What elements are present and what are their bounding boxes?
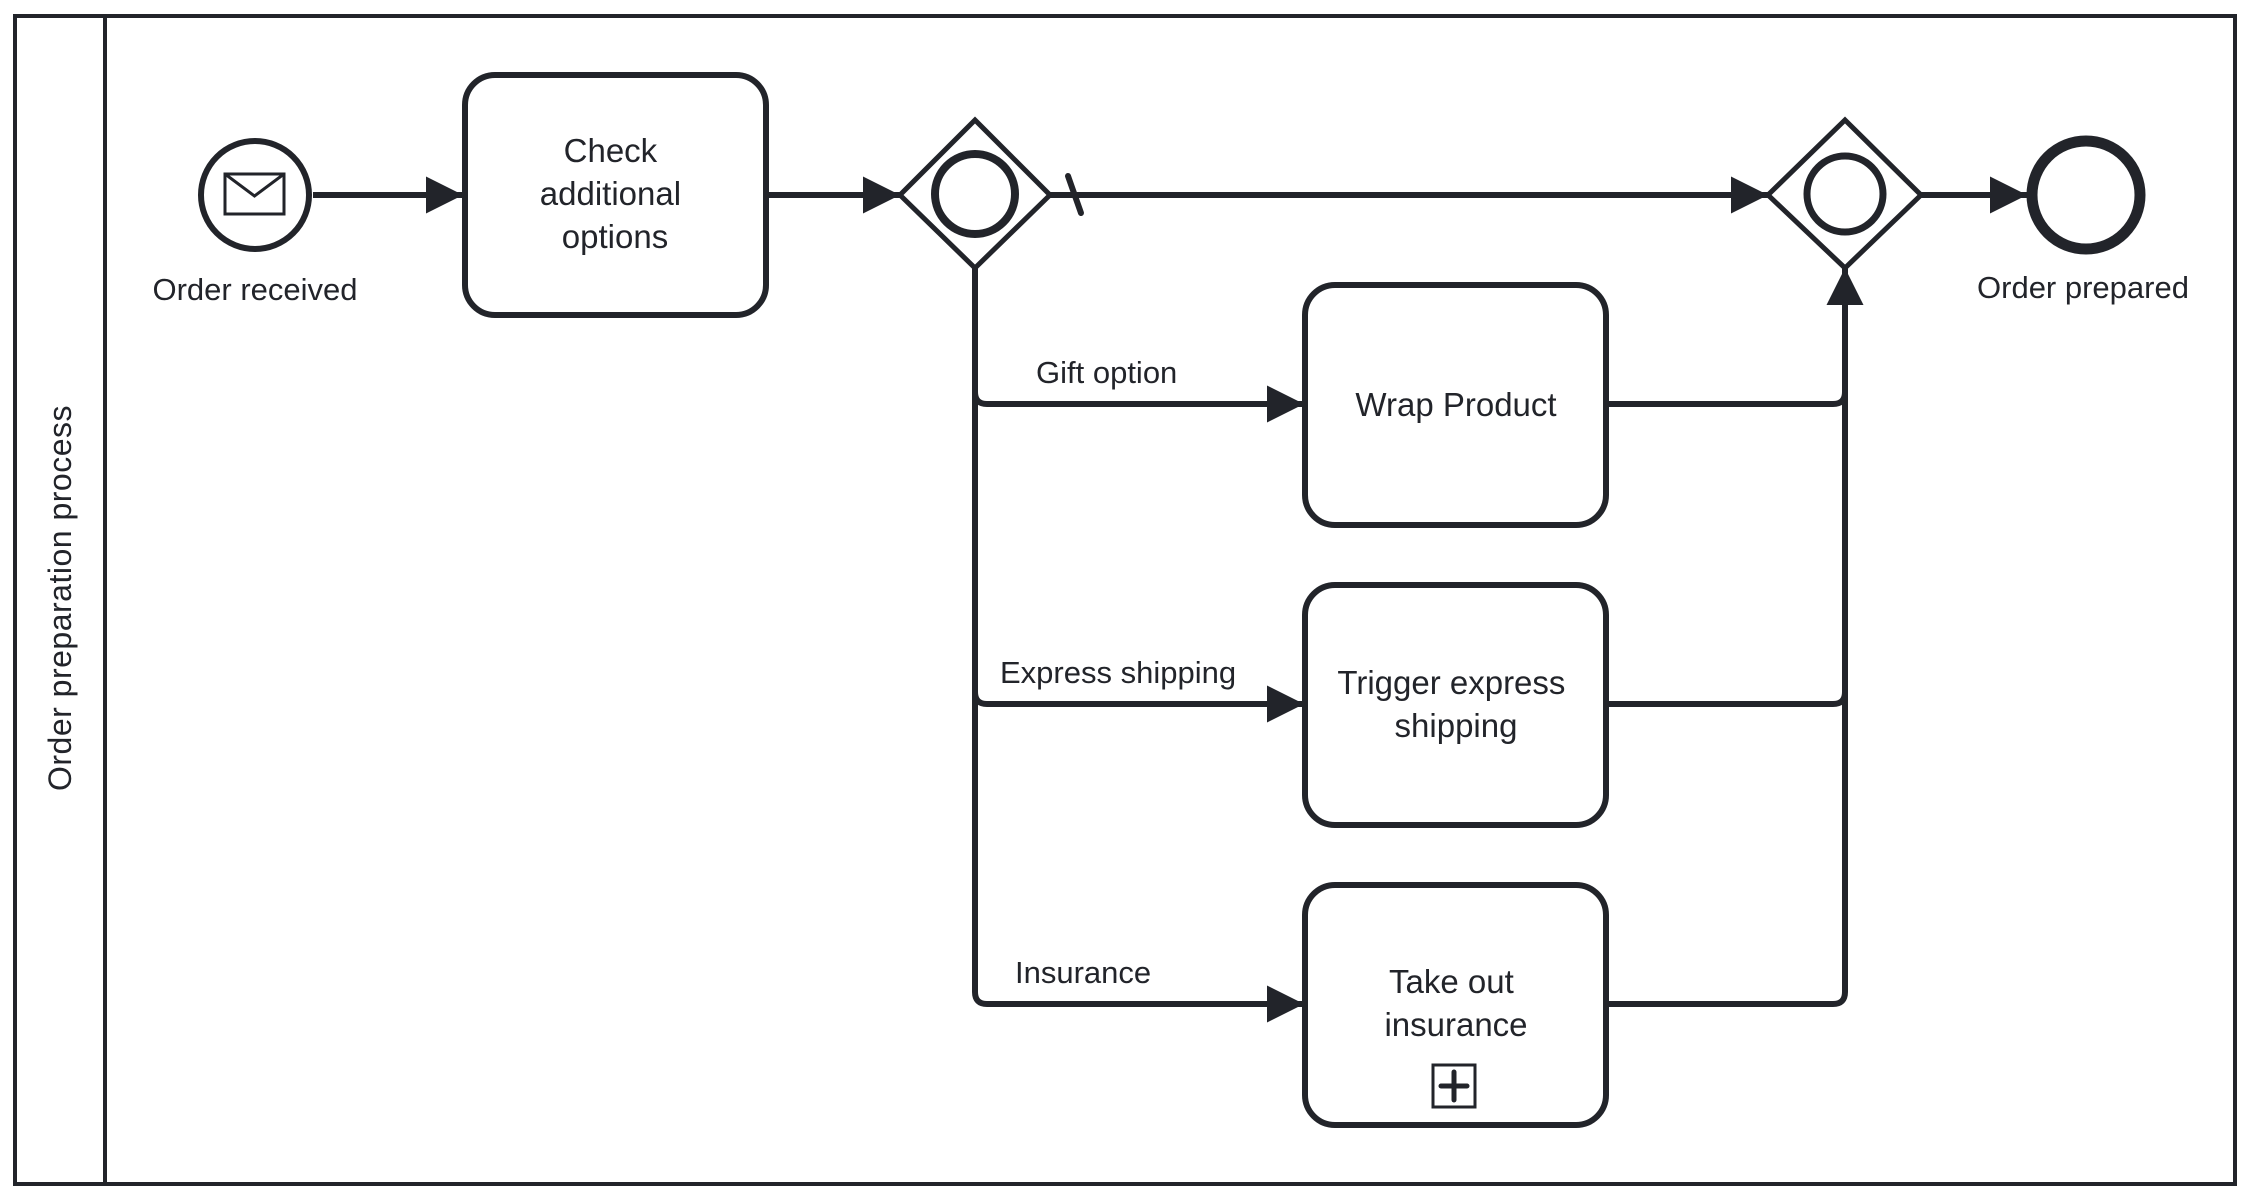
task-trigger-express-shipping[interactable]: Trigger express shipping [1302,582,1609,828]
task-wrap-product[interactable]: Wrap Product [1302,282,1609,528]
flow-wrap-to-join[interactable] [1606,391,1848,407]
task-box [462,72,769,318]
task-label: Trigger express shipping [1337,664,1574,744]
start-event-label: Order received [152,272,357,307]
subprocess-take-out-insurance[interactable]: Take out insurance [1302,882,1609,1128]
pool-border [13,14,2237,1186]
flow-split-to-express[interactable] [972,685,1304,723]
task-box [1302,582,1609,828]
flow-label-insurance: Insurance [1015,955,1151,990]
start-event-order-received[interactable]: Order received [152,138,358,307]
flow-split-to-wrap[interactable] [972,385,1304,423]
gateway-diamond [896,116,1054,272]
flow-label-gift-option: Gift option [1036,355,1177,390]
task-label: Wrap Product [1355,386,1556,423]
flow-split-to-insurance[interactable] [972,268,1304,1023]
flow-insurance-to-join[interactable] [1606,268,1864,1007]
end-event-order-prepared[interactable]: Order prepared [1977,135,2189,305]
flow-express-to-join[interactable] [1606,691,1848,707]
inclusive-gateway-join[interactable] [1764,116,1925,272]
inclusive-gateway-split[interactable] [896,116,1054,272]
flow-label-express-shipping: Express shipping [1000,655,1236,690]
task-check-additional-options[interactable]: Check additional options [462,72,769,318]
end-event-circle [2026,135,2146,255]
inclusive-gateway-icon [1803,152,1887,236]
task-box [1302,882,1609,1128]
inclusive-gateway-icon [931,150,1019,238]
pool[interactable]: Order preparation process [13,14,2237,1186]
sequence-flows [313,173,2027,1023]
task-label: Check additional options [540,132,690,255]
default-flow-marker [1065,173,1084,216]
task-box [1302,282,1609,528]
collapsed-subprocess-plus-icon[interactable] [1431,1063,1477,1109]
end-event-label: Order prepared [1977,270,2189,305]
gateway-diamond [1764,116,1925,272]
pool-label: Order preparation process [42,405,78,791]
task-label: Take out insurance [1384,963,1527,1043]
envelope-icon [223,172,286,216]
